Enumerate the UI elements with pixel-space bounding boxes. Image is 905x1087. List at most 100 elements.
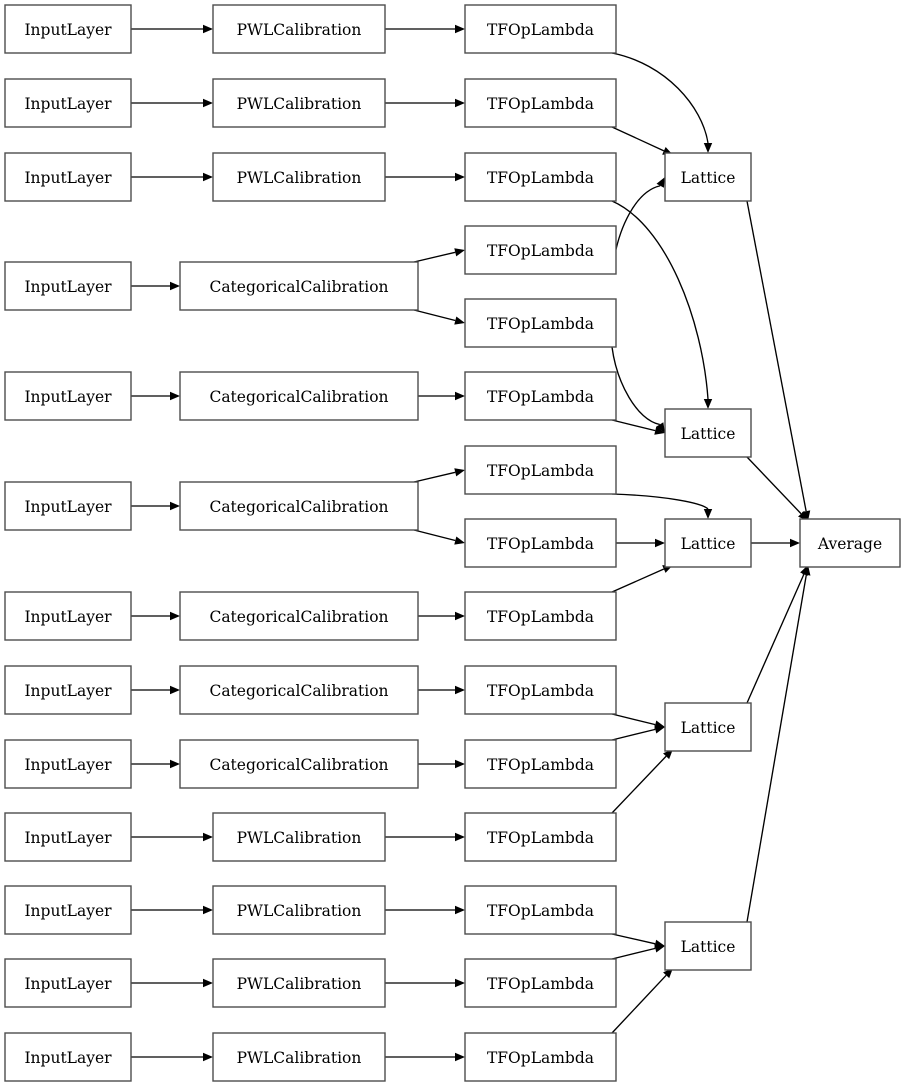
- node-tfoplambda-op5[interactable]: TFOpLambda: [464, 298, 617, 348]
- node-categoricalcalibration-cal9[interactable]: CategoricalCalibration: [179, 739, 419, 789]
- node-categoricalcalibration-cal8[interactable]: CategoricalCalibration: [179, 665, 419, 715]
- node-box[interactable]: [4, 78, 132, 128]
- node-box[interactable]: [464, 445, 617, 495]
- node-lattice-lat5[interactable]: Lattice: [664, 921, 752, 971]
- node-tfoplambda-op15[interactable]: TFOpLambda: [464, 1032, 617, 1082]
- node-inputlayer-in9[interactable]: InputLayer: [4, 739, 132, 789]
- node-inputlayer-in10[interactable]: InputLayer: [4, 812, 132, 862]
- node-tfoplambda-op8[interactable]: TFOpLambda: [464, 518, 617, 568]
- node-box[interactable]: [179, 371, 419, 421]
- node-box[interactable]: [464, 1032, 617, 1082]
- node-tfoplambda-op12[interactable]: TFOpLambda: [464, 812, 617, 862]
- node-pwlcalibration-cal1[interactable]: PWLCalibration: [212, 4, 386, 54]
- node-tfoplambda-op4[interactable]: TFOpLambda: [464, 225, 617, 275]
- edge-tfoplambda-to-lattice: [611, 52, 713, 153]
- node-box[interactable]: [464, 958, 617, 1008]
- node-box[interactable]: [212, 152, 386, 202]
- node-pwlcalibration-cal10[interactable]: PWLCalibration: [212, 812, 386, 862]
- node-box[interactable]: [212, 78, 386, 128]
- node-box[interactable]: [464, 298, 617, 348]
- node-box[interactable]: [179, 591, 419, 641]
- node-tfoplambda-op2[interactable]: TFOpLambda: [464, 78, 617, 128]
- node-box[interactable]: [464, 225, 617, 275]
- node-tfoplambda-op13[interactable]: TFOpLambda: [464, 885, 617, 935]
- node-tfoplambda-op9[interactable]: TFOpLambda: [464, 591, 617, 641]
- node-box[interactable]: [179, 261, 419, 311]
- node-tfoplambda-op11[interactable]: TFOpLambda: [464, 739, 617, 789]
- node-box[interactable]: [4, 152, 132, 202]
- node-box[interactable]: [464, 152, 617, 202]
- node-box[interactable]: [664, 152, 752, 202]
- node-box[interactable]: [4, 958, 132, 1008]
- node-box[interactable]: [4, 371, 132, 421]
- node-box[interactable]: [464, 885, 617, 935]
- node-inputlayer-in7[interactable]: InputLayer: [4, 591, 132, 641]
- node-inputlayer-in1[interactable]: InputLayer: [4, 4, 132, 54]
- node-box[interactable]: [212, 958, 386, 1008]
- node-box[interactable]: [179, 739, 419, 789]
- edge-arrowhead: [455, 98, 465, 108]
- node-lattice-lat1[interactable]: Lattice: [664, 152, 752, 202]
- node-lattice-lat2[interactable]: Lattice: [664, 408, 752, 458]
- node-box[interactable]: [664, 408, 752, 458]
- node-box[interactable]: [464, 4, 617, 54]
- node-inputlayer-in5[interactable]: InputLayer: [4, 371, 132, 421]
- node-categoricalcalibration-cal4[interactable]: CategoricalCalibration: [179, 261, 419, 311]
- node-box[interactable]: [464, 812, 617, 862]
- node-average-avg[interactable]: Average: [799, 518, 901, 568]
- node-tfoplambda-op7[interactable]: TFOpLambda: [464, 445, 617, 495]
- node-inputlayer-in13[interactable]: InputLayer: [4, 1032, 132, 1082]
- node-box[interactable]: [4, 481, 132, 531]
- node-box[interactable]: [212, 885, 386, 935]
- node-box[interactable]: [4, 591, 132, 641]
- node-box[interactable]: [664, 921, 752, 971]
- node-box[interactable]: [212, 1032, 386, 1082]
- node-tfoplambda-op14[interactable]: TFOpLambda: [464, 958, 617, 1008]
- edge-arrowhead: [703, 399, 713, 409]
- node-box[interactable]: [464, 739, 617, 789]
- node-box[interactable]: [4, 885, 132, 935]
- node-tfoplambda-op3[interactable]: TFOpLambda: [464, 152, 617, 202]
- node-lattice-lat3[interactable]: Lattice: [664, 518, 752, 568]
- node-pwlcalibration-cal12[interactable]: PWLCalibration: [212, 958, 386, 1008]
- node-box[interactable]: [464, 665, 617, 715]
- node-box[interactable]: [464, 371, 617, 421]
- node-label: InputLayer: [24, 829, 112, 847]
- node-box[interactable]: [4, 739, 132, 789]
- node-inputlayer-in6[interactable]: InputLayer: [4, 481, 132, 531]
- node-box[interactable]: [799, 518, 901, 568]
- node-box[interactable]: [464, 518, 617, 568]
- node-box[interactable]: [4, 261, 132, 311]
- node-tfoplambda-op6[interactable]: TFOpLambda: [464, 371, 617, 421]
- node-categoricalcalibration-cal5[interactable]: CategoricalCalibration: [179, 371, 419, 421]
- node-pwlcalibration-cal13[interactable]: PWLCalibration: [212, 1032, 386, 1082]
- node-box[interactable]: [179, 665, 419, 715]
- node-inputlayer-in3[interactable]: InputLayer: [4, 152, 132, 202]
- node-inputlayer-in2[interactable]: InputLayer: [4, 78, 132, 128]
- edge-arrowhead: [170, 611, 180, 621]
- node-categoricalcalibration-cal6[interactable]: CategoricalCalibration: [179, 481, 419, 531]
- node-box[interactable]: [664, 702, 752, 752]
- node-box[interactable]: [4, 812, 132, 862]
- node-box[interactable]: [664, 518, 752, 568]
- node-box[interactable]: [212, 812, 386, 862]
- node-box[interactable]: [4, 4, 132, 54]
- node-box[interactable]: [464, 591, 617, 641]
- node-tfoplambda-op10[interactable]: TFOpLambda: [464, 665, 617, 715]
- node-inputlayer-in8[interactable]: InputLayer: [4, 665, 132, 715]
- node-categoricalcalibration-cal7[interactable]: CategoricalCalibration: [179, 591, 419, 641]
- node-box[interactable]: [4, 665, 132, 715]
- node-pwlcalibration-cal11[interactable]: PWLCalibration: [212, 885, 386, 935]
- node-inputlayer-in11[interactable]: InputLayer: [4, 885, 132, 935]
- node-pwlcalibration-cal3[interactable]: PWLCalibration: [212, 152, 386, 202]
- node-box[interactable]: [4, 1032, 132, 1082]
- node-lattice-lat4[interactable]: Lattice: [664, 702, 752, 752]
- node-box[interactable]: [179, 481, 419, 531]
- node-pwlcalibration-cal2[interactable]: PWLCalibration: [212, 78, 386, 128]
- node-inputlayer-in12[interactable]: InputLayer: [4, 958, 132, 1008]
- node-box[interactable]: [212, 4, 386, 54]
- node-tfoplambda-op1[interactable]: TFOpLambda: [464, 4, 617, 54]
- node-box[interactable]: [464, 78, 617, 128]
- node-inputlayer-in4[interactable]: InputLayer: [4, 261, 132, 311]
- edge-pwlcalibration-to-tfoplambda: [385, 978, 465, 988]
